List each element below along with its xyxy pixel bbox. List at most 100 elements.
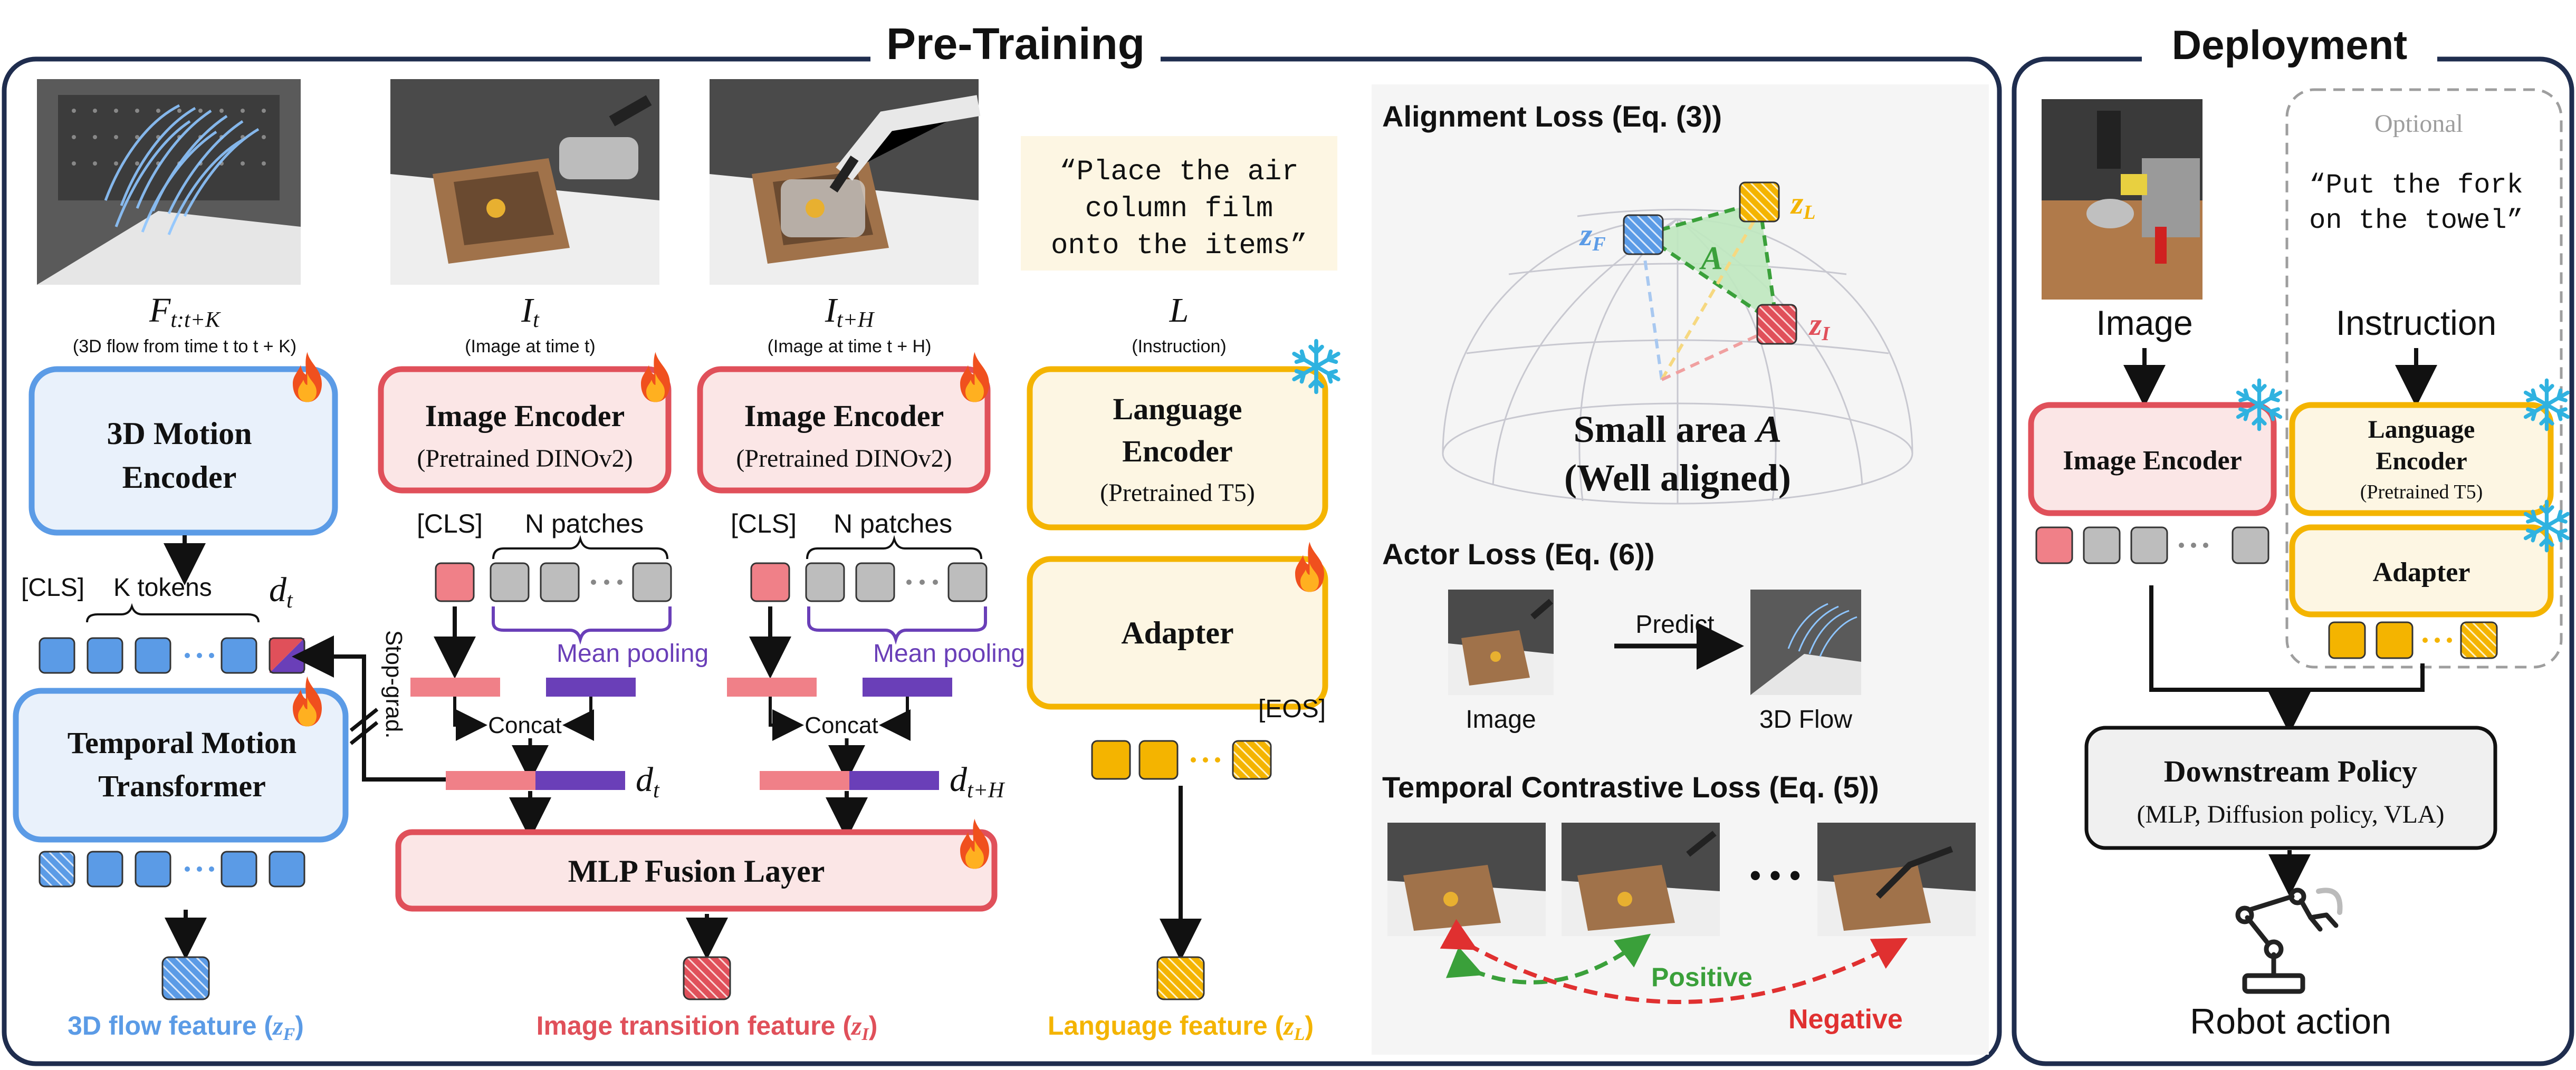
ray-zi	[1661, 331, 1766, 381]
image-t-cls-feature	[410, 678, 500, 697]
flow-token-row-top	[39, 637, 305, 674]
image-th-cls-label: [CLS]	[731, 509, 797, 538]
deploy-language-encoder-box	[2289, 402, 2554, 516]
actor-image-label: Image	[1466, 706, 1536, 734]
flow-d-label: dt	[269, 571, 293, 613]
zi-label: zI	[1808, 307, 1830, 345]
image-encoder-th-line1: Image Encoder	[744, 399, 944, 433]
image-t-pool-brace	[492, 606, 672, 645]
language-encoder-line3: (Pretrained T5)	[1100, 479, 1255, 507]
image-t-caption: (Image at time t)	[465, 336, 596, 356]
image-t-d-label: dt	[636, 760, 660, 803]
image-t-token-row	[435, 562, 672, 602]
deploy-adapter-box	[2289, 524, 2554, 618]
image-th-concat-pink	[760, 771, 849, 790]
image-t-photo	[390, 79, 659, 285]
image-encoder-t-line2: (Pretrained DINOv2)	[417, 445, 633, 473]
arrow-concat-left-t	[453, 697, 487, 741]
fire-icon	[960, 818, 989, 869]
language-feature-token	[1156, 956, 1205, 1000]
flow-feature-token	[161, 956, 210, 1000]
deploy-image-label: Image	[2096, 303, 2192, 342]
stop-grad-label: Stop-grad.	[381, 630, 407, 738]
temporal-title: Temporal Contrastive Loss (Eq. (5))	[1382, 770, 1879, 804]
image-th-concat-purple	[849, 771, 939, 790]
flow-feature-label: 3D flow feature (zF)	[68, 1011, 304, 1044]
image-t-patches-brace	[492, 535, 668, 560]
temporal-frame-1	[1387, 823, 1546, 936]
temporal-transformer-line1: Temporal Motion	[68, 726, 296, 760]
image-t-patches-label: N patches	[525, 509, 644, 538]
image-t-pooling-label: Mean pooling	[557, 640, 708, 668]
stop-grad-mark2	[349, 721, 379, 745]
language-encoder-box	[1027, 366, 1328, 531]
policy-line2: (MLP, Diffusion policy, VLA)	[2137, 801, 2444, 828]
arrow-concat-right-th	[879, 697, 911, 741]
image-encoder-th-line2: (Pretrained DINOv2)	[736, 445, 952, 473]
image-encoder-t-line1: Image Encoder	[425, 399, 625, 433]
language-quote-line3: onto the items”	[1051, 230, 1307, 262]
language-quote-box	[1021, 136, 1337, 271]
arrow-concat-right-t	[562, 697, 594, 741]
temporal-frame-2	[1562, 823, 1720, 936]
motion-encoder-box	[28, 366, 338, 536]
image-t-concat-purple	[535, 771, 625, 790]
robot-arm-icon	[2235, 888, 2343, 994]
zf-label: zF	[1579, 217, 1606, 255]
image-th-cls-feature	[727, 678, 817, 697]
actor-title: Actor Loss (Eq. (6))	[1382, 537, 1654, 571]
deploy-quote-line2: on the towel”	[2309, 205, 2523, 236]
ray-zf	[1642, 247, 1663, 380]
image-th-patches-brace	[806, 535, 982, 560]
fire-icon	[641, 352, 670, 402]
alignment-area	[1643, 202, 1777, 324]
zl-label: zL	[1790, 186, 1816, 224]
image-th-caption: (Image at time t + H)	[768, 336, 932, 356]
image-t-concat-label: Concat	[488, 712, 561, 738]
positive-label: Positive	[1651, 962, 1753, 992]
image-t-concat-pink	[446, 771, 535, 790]
small-area-label: Small area A	[1574, 408, 1782, 450]
motion-encoder-line2: Encoder	[122, 460, 237, 495]
language-encoder-line2: Encoder	[1122, 434, 1232, 468]
edge-zl-zi	[1757, 201, 1779, 325]
deploy-instruction-label: Instruction	[2336, 303, 2496, 342]
deploy-adapter-label: Adapter	[2373, 557, 2470, 587]
deploy-image-token-row	[2035, 526, 2269, 564]
downstream-policy-box	[2084, 726, 2497, 850]
temporal-frame-3	[1817, 823, 1976, 936]
deploy-quote-line1: “Put the fork	[2309, 170, 2523, 201]
temporal-transformer-line2: Transformer	[98, 769, 266, 803]
optional-label: Optional	[2374, 110, 2463, 138]
deploy-lang-line1: Language	[2368, 416, 2475, 444]
well-aligned-label: (Well aligned)	[1564, 457, 1791, 499]
image-t-symbol: It	[521, 291, 540, 332]
image-th-patches-label: N patches	[834, 509, 952, 538]
predict-label: Predict	[1635, 611, 1714, 639]
temporal-ellipsis: • • •	[1750, 857, 1801, 893]
deploy-lang-line2: Encoder	[2376, 447, 2467, 475]
flow-photo	[37, 79, 301, 285]
zf-token	[1623, 214, 1664, 255]
motion-encoder-line1: 3D Motion	[107, 416, 252, 451]
language-quote-line1: “Place the air	[1059, 156, 1299, 188]
image-feature-label: Image transition feature (zI)	[537, 1011, 878, 1044]
image-th-pool-brace	[807, 606, 987, 645]
policy-line1: Downstream Policy	[2164, 754, 2418, 788]
flow-symbol: Ft:t+K	[149, 291, 221, 332]
edge-zf-zi	[1642, 233, 1778, 326]
image-th-concat-label: Concat	[805, 712, 878, 738]
deploy-image-path	[2149, 585, 2290, 692]
deploy-photo	[2042, 99, 2202, 300]
image-th-symbol: It+H	[825, 291, 875, 332]
zl-token	[1739, 181, 1780, 223]
adapter-box	[1027, 556, 1328, 710]
language-encoder-line1: Language	[1113, 392, 1242, 426]
image-th-pool-feature	[863, 678, 952, 697]
pretraining-title-bg	[870, 32, 1161, 84]
language-quote-line2: column film	[1085, 193, 1273, 225]
deployment-title: Deployment	[2172, 22, 2407, 68]
flow-cls-label: [CLS]	[21, 574, 84, 602]
language-feature-label: Language feature (zL)	[1048, 1011, 1314, 1044]
